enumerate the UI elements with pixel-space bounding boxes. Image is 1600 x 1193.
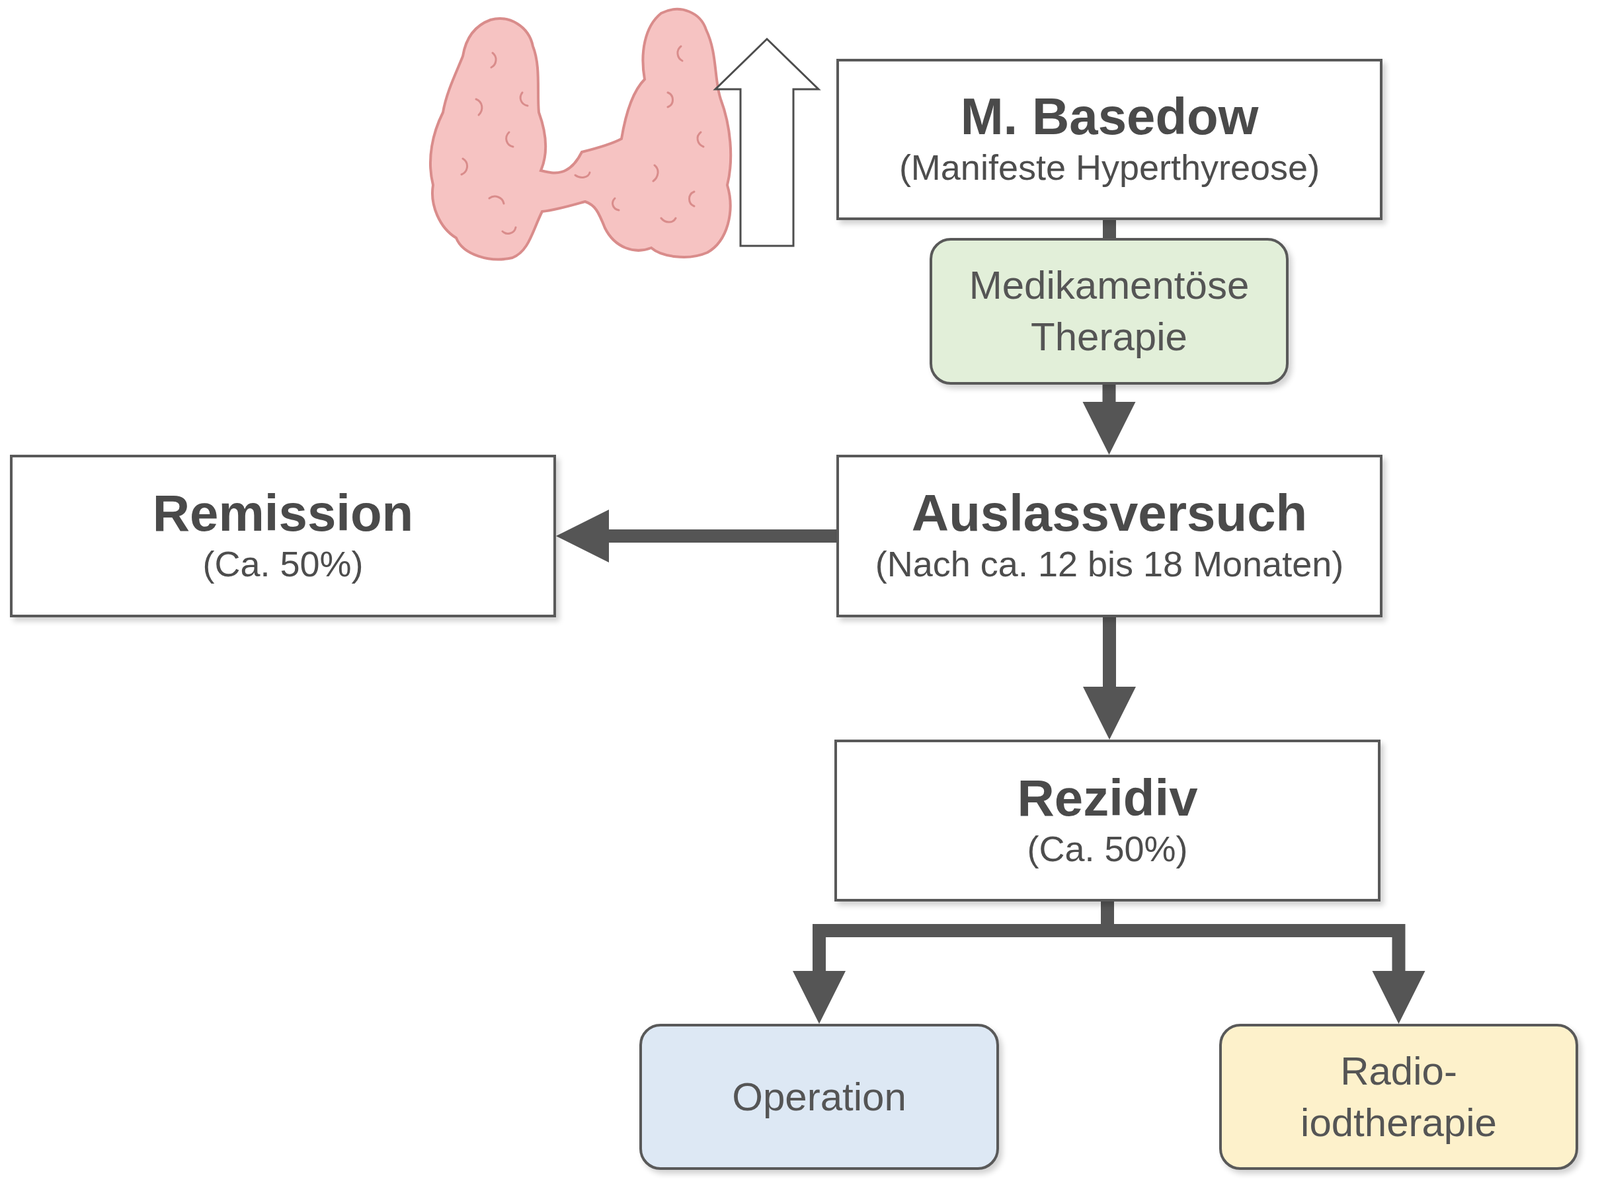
node-label: Remission (152, 485, 414, 543)
connector-line (1102, 384, 1117, 402)
thyroid-illustration (430, 9, 731, 260)
node-subtitle: (Ca. 50%) (1026, 827, 1188, 873)
node-label: Operation (731, 1071, 907, 1124)
outcome-box: Remission(Ca. 50%) (9, 454, 557, 618)
node-label: Rezidiv (1016, 770, 1198, 828)
flow-connector (1082, 384, 1136, 455)
connector-line (608, 529, 837, 543)
connector-line (1107, 901, 1400, 972)
flow-connector (1107, 901, 1426, 1025)
flow-connector (1082, 617, 1136, 740)
node-label: M. Basedow (960, 88, 1259, 146)
therapy-box: Medikamentöse Therapie (929, 238, 1289, 385)
condition-box: M. Basedow(Manifeste Hyperthyreose) (836, 58, 1383, 221)
connector-line (1102, 220, 1117, 239)
node-label: Auslassversuch (911, 485, 1308, 543)
node-subtitle: (Ca. 50%) (202, 542, 363, 588)
arrow-head (1082, 686, 1136, 740)
node-label: Medikamentöse Therapie (932, 259, 1286, 363)
treatment-box: Radio- iodtherapie (1219, 1024, 1579, 1171)
arrow-head (1372, 971, 1426, 1025)
flow-connector (556, 509, 837, 563)
connector-line (819, 901, 1108, 972)
treatment-box: Operation (639, 1024, 1000, 1171)
outcome-box: Rezidiv(Ca. 50%) (834, 739, 1381, 902)
connector-line (1102, 617, 1117, 687)
arrow-head (556, 509, 609, 563)
thyroid-texture (461, 46, 704, 234)
flow-connector (1109, 220, 1111, 239)
flow-connector (792, 901, 1108, 1025)
node-subtitle: (Nach ca. 12 bis 18 Monaten) (875, 542, 1344, 588)
arrow-head (792, 971, 846, 1025)
node-label: Radio- iodtherapie (1280, 1045, 1519, 1150)
increase-arrow (715, 39, 819, 246)
thyroid-gland (430, 9, 731, 260)
arrow-head (1082, 401, 1136, 455)
node-subtitle: (Manifeste Hyperthyreose) (899, 145, 1320, 191)
process-box: Auslassversuch(Nach ca. 12 bis 18 Monate… (836, 454, 1383, 618)
